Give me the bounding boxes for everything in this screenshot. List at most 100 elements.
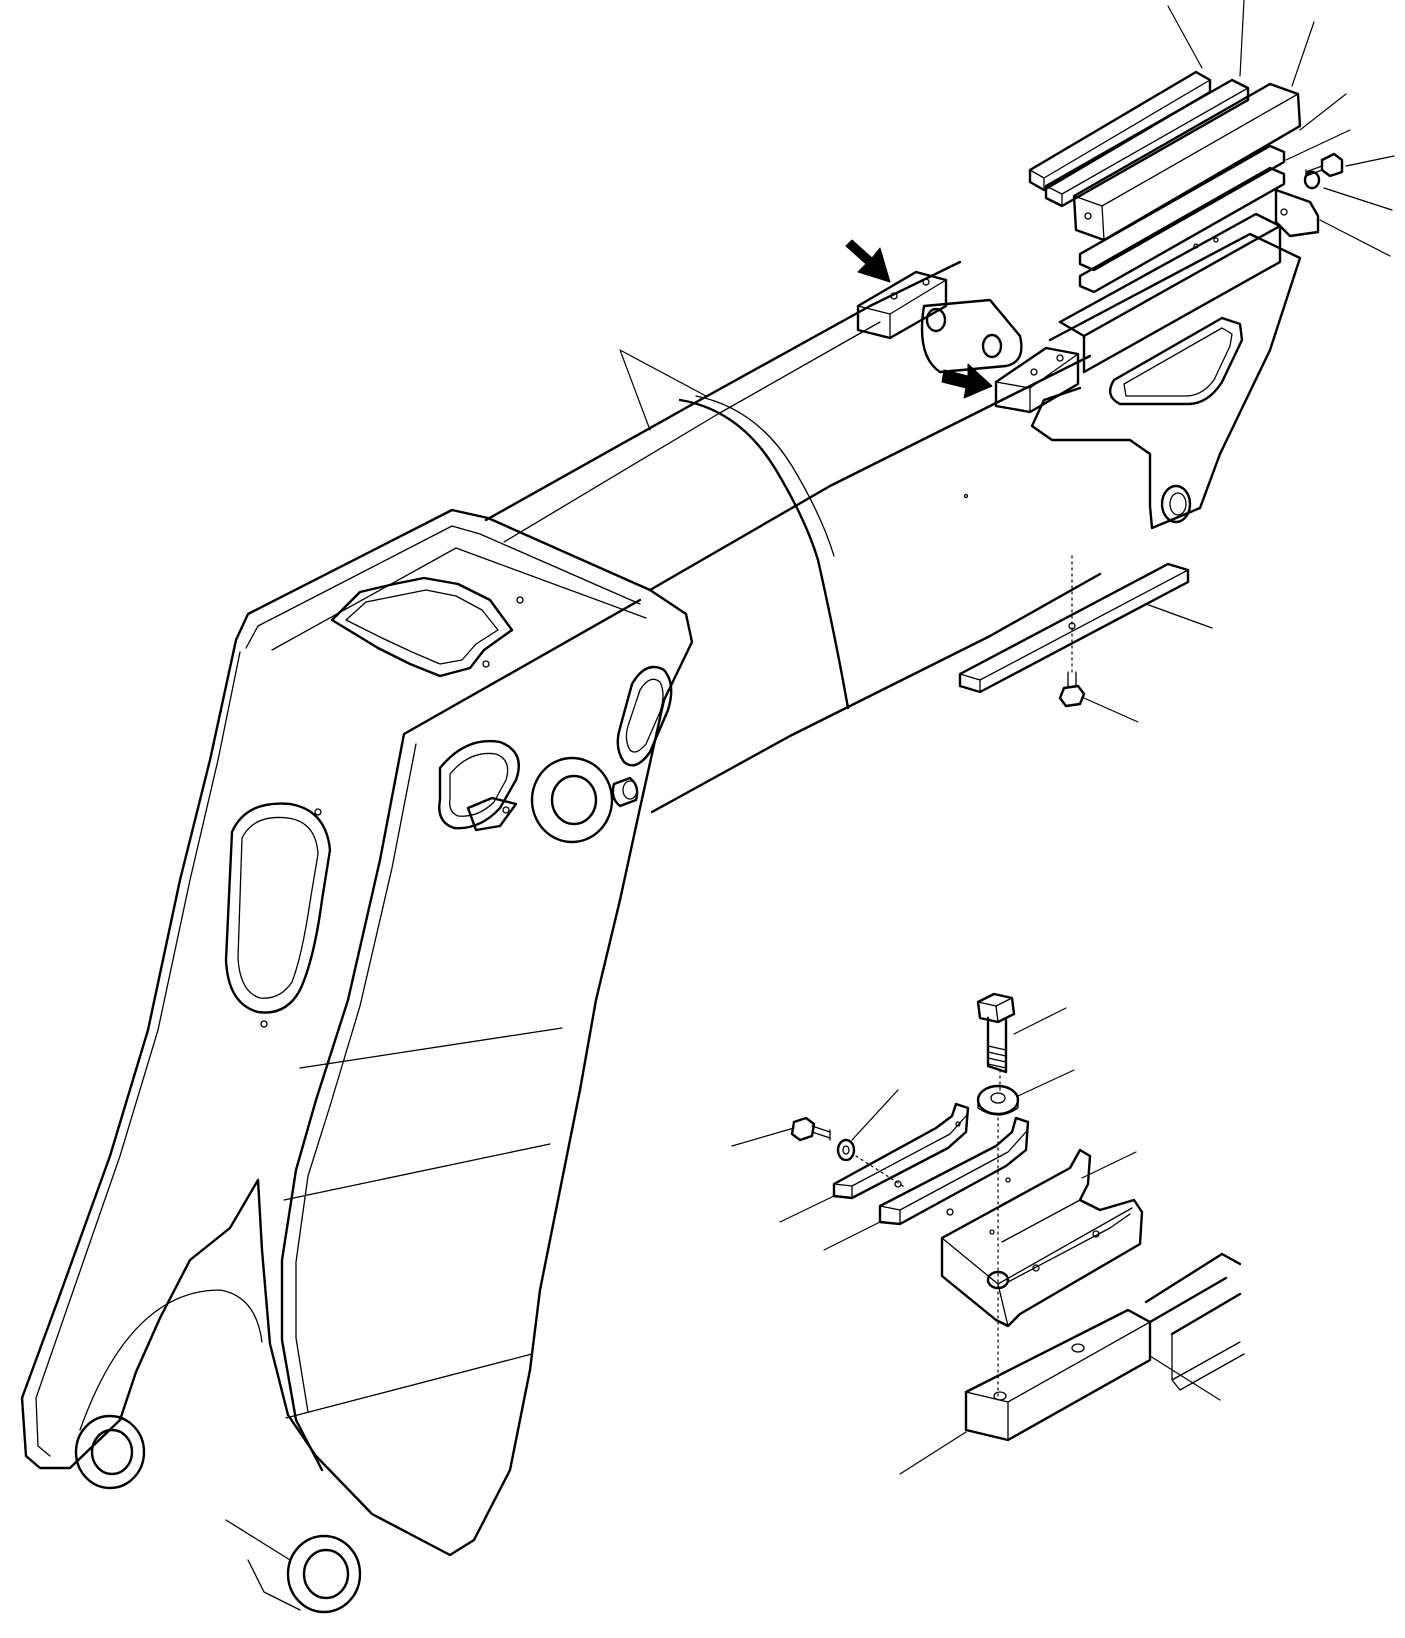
bolt-hole xyxy=(922,278,930,286)
boom-arm-section-line xyxy=(283,1143,551,1201)
side-bracket-hole xyxy=(1160,484,1192,524)
boom-arm xyxy=(20,508,694,1614)
callout-leader xyxy=(1291,21,1315,87)
tube-upper-edge-2 xyxy=(503,321,881,543)
bolt-hole xyxy=(1092,1230,1100,1238)
washer xyxy=(1303,170,1321,190)
bolt-hole xyxy=(502,806,510,814)
tube-sleeve-band xyxy=(678,398,850,710)
bolt-hole xyxy=(1193,243,1199,249)
bolt-hole xyxy=(1032,1264,1040,1272)
front-pin-boss-rim xyxy=(449,752,509,817)
washer xyxy=(976,1084,1020,1116)
callout-leader xyxy=(1013,1007,1067,1035)
bolt-hole xyxy=(1030,368,1038,376)
callout-leader xyxy=(851,1089,899,1141)
top-opening xyxy=(330,576,514,678)
bottom-pad-screw xyxy=(1058,684,1086,708)
slide-pad-long-mid xyxy=(1044,78,1250,208)
callout-leader xyxy=(731,1127,795,1147)
arrow-icon xyxy=(845,239,891,283)
frame-rail xyxy=(1144,1252,1242,1336)
pivot-eye-left xyxy=(74,1414,146,1490)
callout-leader xyxy=(1083,697,1139,723)
side-bracket-plate xyxy=(1030,232,1302,530)
pivot-fork-inner xyxy=(79,1289,263,1431)
retainer-plate-1-edge xyxy=(833,1115,967,1199)
cradle-wall-front xyxy=(1007,1213,1131,1283)
callout-leader xyxy=(1319,219,1391,257)
callout-leader xyxy=(1345,155,1395,167)
boom-arm-front-face xyxy=(280,598,642,1472)
bolt-hole xyxy=(1056,354,1064,362)
washer-hole xyxy=(990,1092,1006,1104)
slide-pad-block-top xyxy=(1073,93,1299,241)
side-bracket-hole-rim xyxy=(1169,492,1187,516)
frame-edge xyxy=(1149,1355,1221,1401)
guide-block-upper-top xyxy=(857,279,947,339)
callout-leader xyxy=(1323,187,1393,211)
pivot-eye-right xyxy=(286,1534,362,1614)
callout-leader xyxy=(1299,93,1347,131)
boom-arm-front-face-rim xyxy=(295,743,417,1413)
guide-link-hole xyxy=(981,333,1003,359)
retainer-plate-2 xyxy=(878,1116,1030,1226)
bolt-hole xyxy=(260,1020,268,1028)
bottom-slide-pad xyxy=(958,555,1213,723)
bolt-hole xyxy=(1280,208,1288,216)
bolt-hole xyxy=(1213,237,1219,243)
tube-top-edge xyxy=(484,260,962,522)
callout-leader xyxy=(1081,1151,1137,1179)
boom-extension-tube xyxy=(484,260,1102,814)
top-opening-rim xyxy=(345,589,499,665)
callout-leader xyxy=(823,1221,881,1251)
callout-leader xyxy=(1239,0,1245,77)
small-washer-hole xyxy=(842,1145,850,1155)
cradle-channel-inner xyxy=(941,1199,1133,1327)
bolt-hole xyxy=(1005,1177,1011,1183)
cradle-channel xyxy=(940,1148,1144,1328)
bolt-hole xyxy=(516,596,524,604)
pivot-fork-lower-edge xyxy=(225,1519,301,1611)
guide-block-lower-top xyxy=(995,353,1079,413)
slide-pad-thin-1 xyxy=(1078,144,1286,272)
bolt-hole xyxy=(946,1208,954,1216)
guide-block-upper xyxy=(856,270,948,340)
pin-clip xyxy=(466,796,518,832)
hex-bolt-thread xyxy=(987,1045,1007,1069)
retainer-plate-1 xyxy=(832,1102,970,1200)
slide-pad-long-upper-edge xyxy=(1029,79,1211,191)
small-washer xyxy=(836,1138,856,1162)
pivot-eye-right-inner xyxy=(302,1548,350,1600)
slide-pad-long-mid-edge xyxy=(1045,87,1249,207)
bottom-pad-screw-thread xyxy=(1067,671,1077,687)
frame-block-top xyxy=(965,1321,1151,1441)
boom-arm-section-line xyxy=(299,1027,563,1069)
side-cutout-rim xyxy=(237,816,319,999)
retainer-plate xyxy=(1274,188,1320,238)
side-bracket xyxy=(845,212,1302,530)
retainer-plate-2-edge xyxy=(879,1131,1027,1225)
arrow-icon xyxy=(941,363,993,399)
boom-arm-outer-outline xyxy=(20,508,694,1557)
hex-bolt-head xyxy=(976,992,1016,1024)
pivot-washer xyxy=(530,756,614,844)
bolt-hole xyxy=(314,808,322,816)
small-screw-head xyxy=(790,1116,816,1142)
side-cutout xyxy=(224,802,332,1014)
bottom-pad-edge xyxy=(959,569,1189,693)
boom-arm-section-line xyxy=(285,1353,533,1419)
callout-leader xyxy=(619,349,651,431)
frame-edge xyxy=(899,1431,967,1475)
frame-block xyxy=(964,1308,1152,1442)
tube-bottom-edge xyxy=(650,572,1102,814)
screw xyxy=(1320,152,1344,178)
hex-bolt-shank xyxy=(986,1016,1008,1074)
frame-block-hole xyxy=(1071,1343,1085,1353)
guide-link-hole xyxy=(925,307,947,333)
tube-sleeve-band-2 xyxy=(695,395,835,557)
boom-arm-inner-rim xyxy=(35,525,641,1457)
grease-fitting-cap xyxy=(622,780,638,800)
top-slide-pads xyxy=(1028,0,1395,294)
